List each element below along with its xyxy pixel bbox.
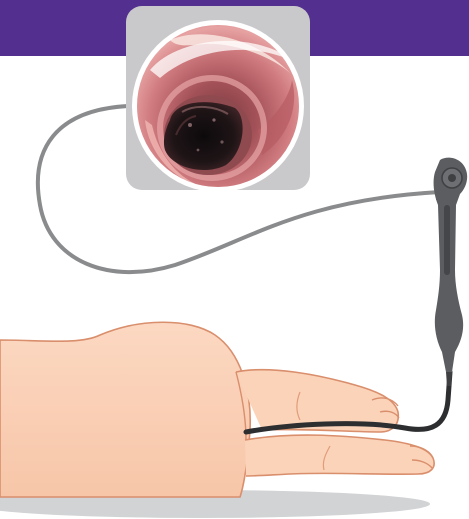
endoscope-icon bbox=[434, 158, 468, 386]
patient-body-icon bbox=[0, 322, 434, 497]
